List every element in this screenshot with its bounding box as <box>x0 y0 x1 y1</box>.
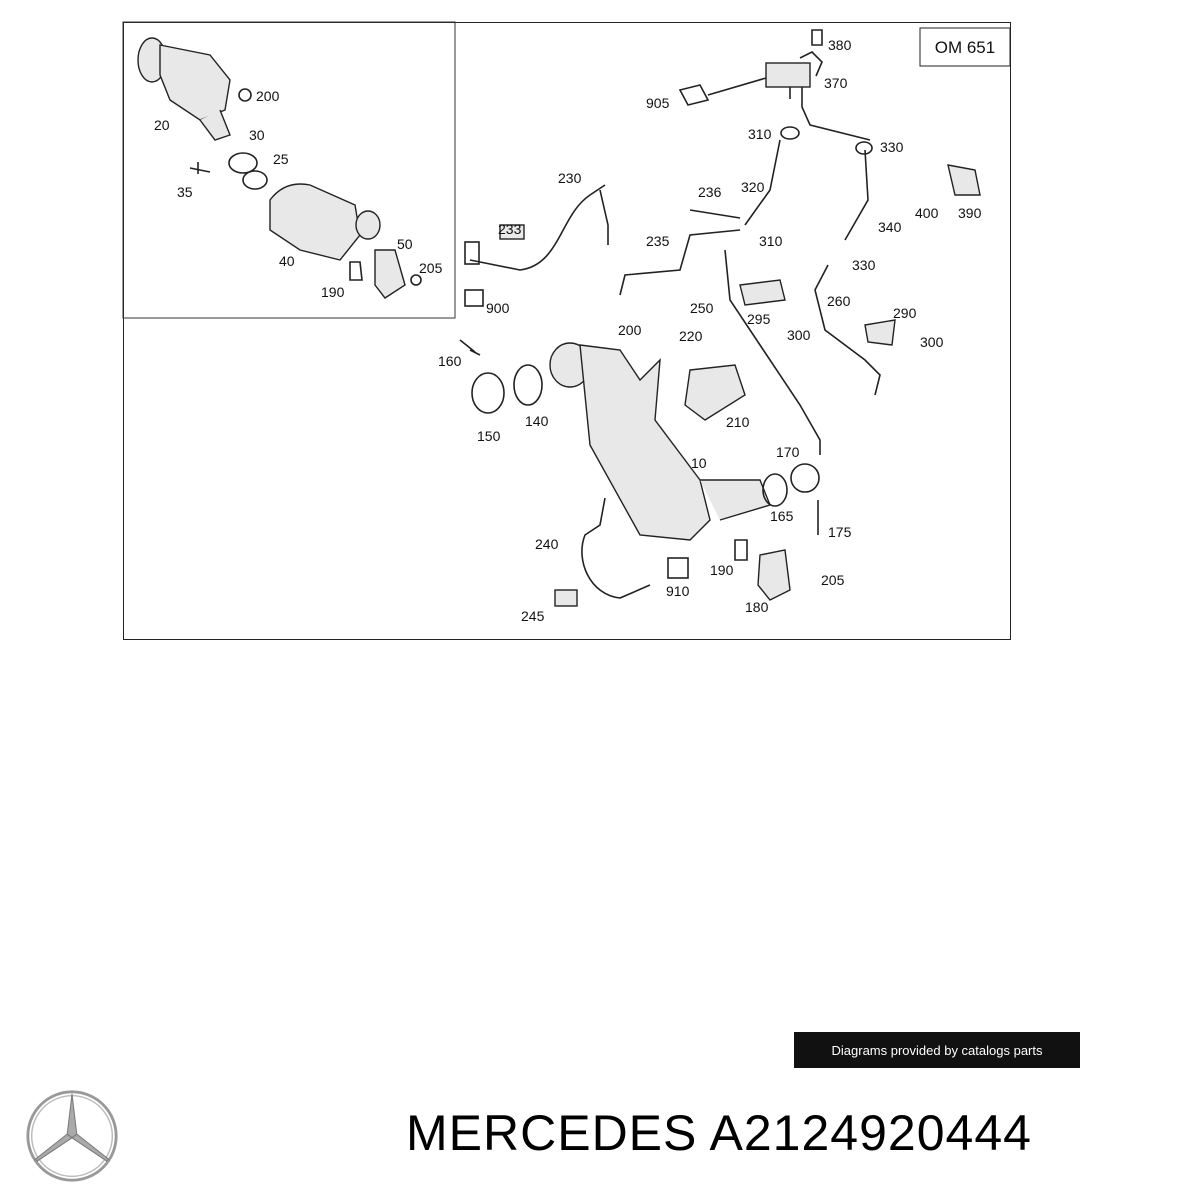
callout-label: 160 <box>438 353 462 369</box>
engine-code: OM 651 <box>935 38 995 57</box>
callout-label: 340 <box>878 219 902 235</box>
pressure-hose-part <box>744 126 873 241</box>
callout-label: 140 <box>525 413 549 429</box>
callout-label: 25 <box>273 151 289 167</box>
callout-label: 245 <box>521 608 545 624</box>
bracket-small-part <box>349 249 422 299</box>
bracket-plates-part <box>739 164 981 346</box>
callout-label: 233 <box>498 221 522 237</box>
pressure-sensor-part <box>678 29 871 141</box>
callout-label: 290 <box>893 305 917 321</box>
callout-label: 330 <box>852 257 876 273</box>
callout-label: 400 <box>915 205 939 221</box>
callout-label: 260 <box>827 293 851 309</box>
callout-label: 10 <box>691 455 707 471</box>
callout-label: 170 <box>776 444 800 460</box>
callout-label: 180 <box>745 599 769 615</box>
callout-label: 240 <box>535 536 559 552</box>
callout-label: 205 <box>821 572 845 588</box>
callout-label: 35 <box>177 184 193 200</box>
callout-label: 310 <box>759 233 783 249</box>
callout-label: 190 <box>321 284 345 300</box>
callout-label: 165 <box>770 508 794 524</box>
callout-label: 300 <box>787 327 811 343</box>
oxygen-sensor-part <box>464 184 609 307</box>
callout-label: 310 <box>748 126 772 142</box>
particle-filter-small-part <box>269 183 381 261</box>
exhaust-parts-diagram: OM 651 <box>122 21 1011 624</box>
callout-label: 380 <box>828 37 852 53</box>
callout-label: 40 <box>279 253 295 269</box>
inset-frame <box>122 21 456 319</box>
clamp-ring-part <box>459 339 543 414</box>
callout-label: 175 <box>828 524 852 540</box>
callout-label: 230 <box>558 170 582 186</box>
engine-code-box <box>919 27 1011 67</box>
callout-label: 235 <box>646 233 670 249</box>
callout-label: 905 <box>646 95 670 111</box>
callout-label: 320 <box>741 179 765 195</box>
callout-label: 370 <box>824 75 848 91</box>
callout-label: 236 <box>698 184 722 200</box>
callout-label: 200 <box>618 322 642 338</box>
callout-label: 210 <box>726 414 750 430</box>
callout-label: 900 <box>486 300 510 316</box>
callout-label: 250 <box>690 300 714 316</box>
catalog-banner: Diagrams provided by catalogs parts <box>794 1032 1080 1068</box>
callout-label: 330 <box>880 139 904 155</box>
mercedes-star-logo <box>26 1090 118 1182</box>
callout-label: 910 <box>666 583 690 599</box>
temperature-sensor-part <box>554 497 819 607</box>
seal-rings-part <box>189 152 268 190</box>
mounting-bracket-part <box>684 364 791 601</box>
callout-label: 190 <box>710 562 734 578</box>
callout-label: 390 <box>958 205 982 221</box>
callout-label: 20 <box>154 117 170 133</box>
brand-name: MERCEDES <box>406 1105 698 1161</box>
callout-label: 300 <box>920 334 944 350</box>
callout-label: 50 <box>397 236 413 252</box>
callout-label: 205 <box>419 260 443 276</box>
diagram-frame <box>123 22 1011 640</box>
callout-label: 200 <box>256 88 280 104</box>
part-number: A2124920444 <box>709 1105 1032 1161</box>
callout-label: 220 <box>679 328 703 344</box>
callout-label: 150 <box>477 428 501 444</box>
part-title: MERCEDES A2124920444 <box>406 1104 1032 1162</box>
main-filter-part <box>549 342 820 541</box>
turbo-outlet-part <box>137 37 252 141</box>
callout-label: 295 <box>747 311 771 327</box>
pipe-assembly-part <box>619 209 881 455</box>
callout-label: 30 <box>249 127 265 143</box>
